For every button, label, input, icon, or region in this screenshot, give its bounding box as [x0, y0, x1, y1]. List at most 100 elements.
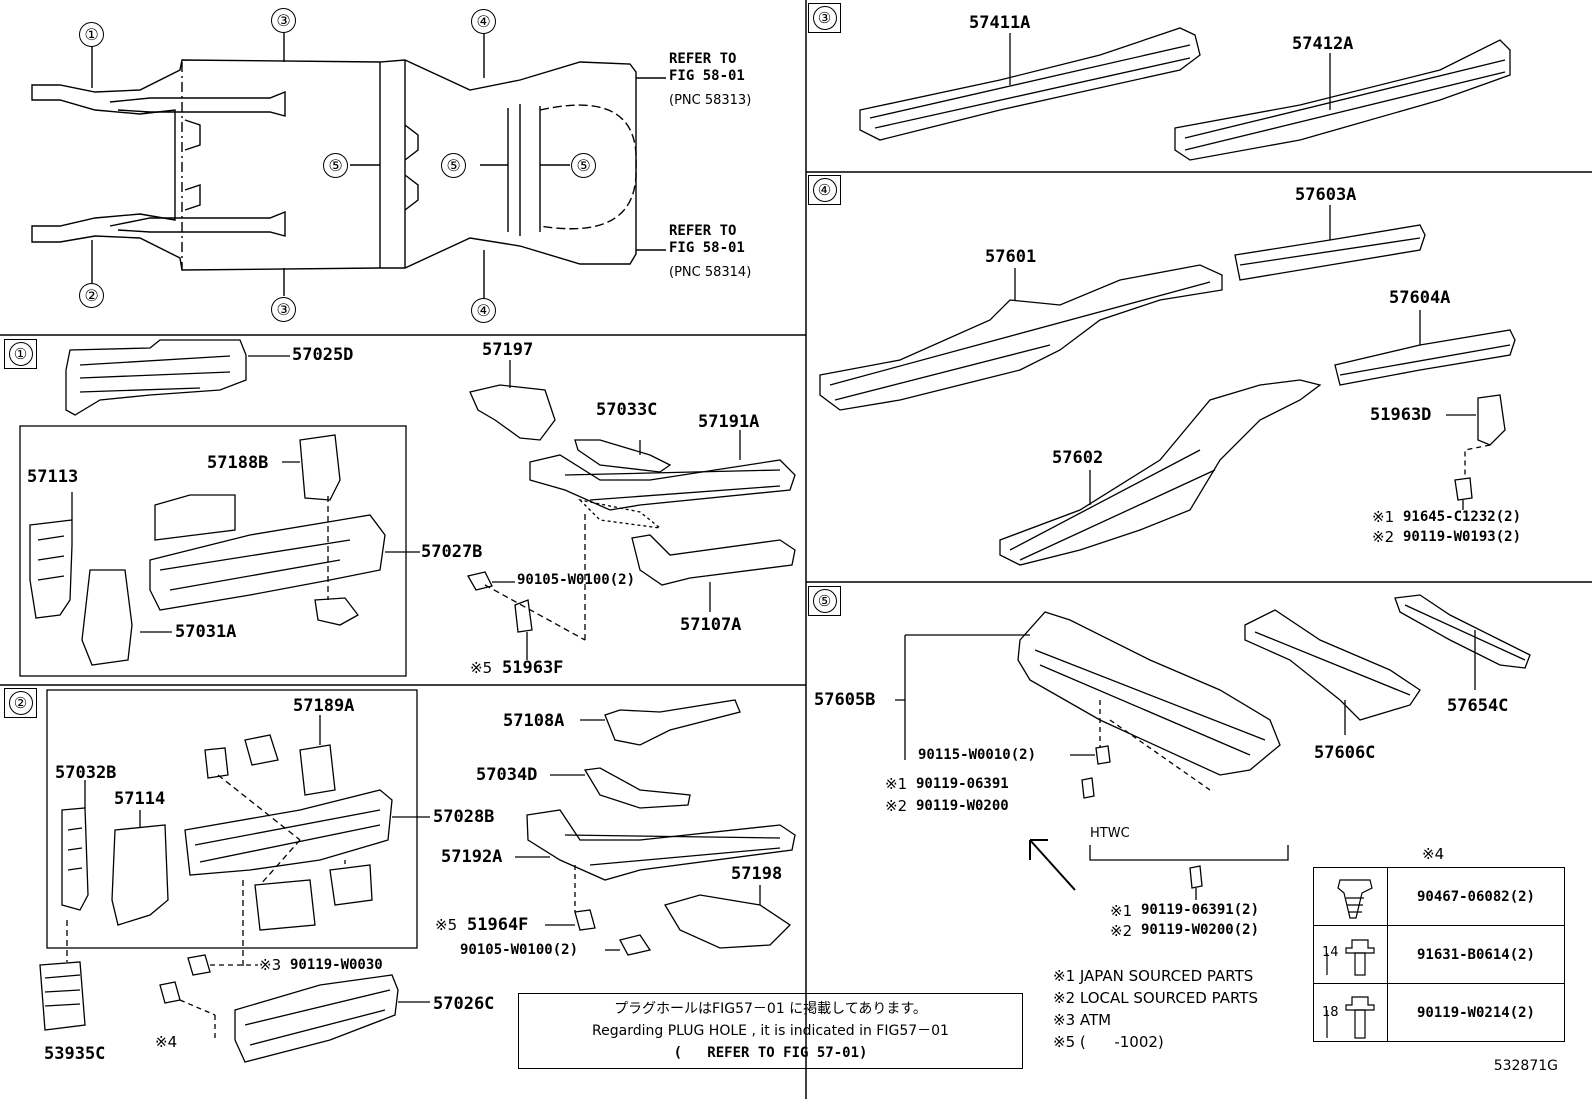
- part-57108A[interactable]: 57108A: [503, 711, 565, 731]
- callout-4-bottom[interactable]: ④: [471, 298, 496, 323]
- part-51964F[interactable]: 51964F: [467, 915, 529, 935]
- part-51963D[interactable]: 51963D: [1370, 405, 1432, 425]
- part-57654C[interactable]: 57654C: [1447, 696, 1509, 716]
- part-57031A[interactable]: 57031A: [175, 622, 237, 642]
- part-57197[interactable]: 57197: [482, 340, 534, 360]
- part-90119-W0193[interactable]: 90119-W0193(2): [1403, 529, 1522, 545]
- section3-artwork: [859, 27, 1511, 161]
- legend-note-5: ※5 ( -1002): [1053, 1033, 1164, 1051]
- section-marker-5: ⑤: [808, 586, 841, 616]
- legend-note-2: ※2 LOCAL SOURCED PARTS: [1053, 989, 1258, 1007]
- mark-2-s5: ※2: [885, 797, 908, 815]
- bolt-icon: 14: [1313, 925, 1388, 984]
- plug-note-english: Regarding PLUG HOLE , it is indicated in…: [592, 1023, 949, 1039]
- mark-1-htwc: ※1: [1110, 902, 1133, 920]
- part-57189A[interactable]: 57189A: [293, 696, 355, 716]
- part-57601[interactable]: 57601: [985, 247, 1037, 267]
- part-57026C[interactable]: 57026C: [433, 994, 495, 1014]
- table-row: 18 90119-W0214(2): [1313, 983, 1565, 1042]
- callout-5-middle[interactable]: ⑤: [441, 153, 466, 178]
- part-57032B[interactable]: 57032B: [55, 763, 117, 783]
- part-57602[interactable]: 57602: [1052, 448, 1104, 468]
- callout-3-top[interactable]: ③: [271, 8, 296, 33]
- part-57114[interactable]: 57114: [114, 789, 166, 809]
- mark-5-s2: ※5: [435, 916, 458, 934]
- part-53935C[interactable]: 53935C: [44, 1044, 106, 1064]
- part-57603A[interactable]: 57603A: [1295, 185, 1357, 205]
- section-marker-5-label: ⑤: [812, 589, 837, 613]
- mark-4: ※4: [155, 1033, 178, 1051]
- mark-2-s4: ※2: [1372, 528, 1395, 546]
- callout-3-bottom[interactable]: ③: [271, 297, 296, 322]
- part-57411A[interactable]: 57411A: [969, 13, 1031, 33]
- part-57034D[interactable]: 57034D: [476, 765, 538, 785]
- part-57412A[interactable]: 57412A: [1292, 34, 1354, 54]
- part-90115-W0010[interactable]: 90115-W0010(2): [918, 747, 1037, 763]
- part-57028B[interactable]: 57028B: [433, 807, 495, 827]
- part-57604A[interactable]: 57604A: [1389, 288, 1451, 308]
- part-57192A[interactable]: 57192A: [441, 847, 503, 867]
- part-57188B[interactable]: 57188B: [207, 453, 269, 473]
- refer-pnc-rear: (PNC 58314): [669, 265, 752, 280]
- part-57027B[interactable]: 57027B: [421, 542, 483, 562]
- fastener-part-1[interactable]: 90467-06082(2): [1387, 867, 1565, 926]
- part-90119-W0200-htwc[interactable]: 90119-W0200(2): [1141, 922, 1260, 938]
- table-row: 90467-06082(2): [1313, 867, 1565, 926]
- bolt-length-18: 18: [1322, 1005, 1339, 1020]
- clip-icon: [1313, 867, 1388, 926]
- section-marker-1-label: ①: [8, 342, 33, 366]
- fastener-part-2[interactable]: 91631-B0614(2): [1387, 925, 1565, 984]
- section2-artwork: [39, 689, 796, 1063]
- mark-5-s1: ※5: [470, 659, 493, 677]
- plug-note-refer: ( REFER TO FIG 57-01): [673, 1045, 868, 1061]
- callout-5-left[interactable]: ⑤: [323, 153, 348, 178]
- part-57033C[interactable]: 57033C: [596, 400, 658, 420]
- section-marker-2: ②: [4, 688, 37, 718]
- callout-5-right[interactable]: ⑤: [571, 153, 596, 178]
- fastener-part-3[interactable]: 90119-W0214(2): [1387, 983, 1565, 1042]
- figure-id: 532871G: [1493, 1058, 1558, 1074]
- refer-pnc-front: (PNC 58313): [669, 93, 752, 108]
- plug-note-japanese: プラグホールはFIG57－01 に掲載してあります。: [614, 1001, 927, 1017]
- callout-4-top[interactable]: ④: [471, 9, 496, 34]
- part-90105-W0100-s1[interactable]: 90105-W0100(2): [517, 572, 636, 588]
- section4-artwork: [819, 205, 1516, 566]
- section-marker-2-label: ②: [8, 691, 33, 715]
- mark-3: ※3: [259, 956, 282, 974]
- section1-artwork: [19, 339, 796, 677]
- part-90105-W0100-s2[interactable]: 90105-W0100(2): [460, 942, 579, 958]
- part-51963F[interactable]: 51963F: [502, 658, 564, 678]
- part-57191A[interactable]: 57191A: [698, 412, 760, 432]
- section-marker-3: ③: [808, 3, 841, 33]
- bolt-length-14: 14: [1322, 945, 1339, 960]
- plug-hole-note: プラグホールはFIG57－01 に掲載してあります。 Regarding PLU…: [518, 993, 1023, 1069]
- part-57605B[interactable]: 57605B: [814, 690, 876, 710]
- part-90119-06391[interactable]: 90119-06391: [916, 776, 1009, 792]
- part-57198[interactable]: 57198: [731, 864, 783, 884]
- part-57113[interactable]: 57113: [27, 467, 79, 487]
- callout-2-bottom[interactable]: ②: [79, 283, 104, 308]
- section5-artwork: [895, 594, 1531, 900]
- refer-to-front: REFER TO: [669, 51, 737, 67]
- part-57107A[interactable]: 57107A: [680, 615, 742, 635]
- legend-note-3: ※3 ATM: [1053, 1011, 1112, 1029]
- part-90119-06391-htwc[interactable]: 90119-06391(2): [1141, 902, 1260, 918]
- table-row: 14 91631-B0614(2): [1313, 925, 1565, 984]
- part-91645-C1232[interactable]: 91645-C1232(2): [1403, 509, 1522, 525]
- fastener-table: 90467-06082(2) 14 91631-B0614(2) 18 9011…: [1313, 867, 1565, 1042]
- legend-note-1: ※1 JAPAN SOURCED PARTS: [1053, 967, 1254, 985]
- fastener-table-header: ※4: [1422, 845, 1445, 863]
- part-90119-W0030[interactable]: 90119-W0030: [290, 957, 383, 973]
- bolt-icon: 18: [1313, 983, 1388, 1042]
- refer-fig-rear: FIG 58-01: [669, 240, 745, 256]
- section-marker-4-label: ④: [812, 178, 837, 202]
- part-57606C[interactable]: 57606C: [1314, 743, 1376, 763]
- mark-1-s5: ※1: [885, 775, 908, 793]
- part-57025D[interactable]: 57025D: [292, 345, 354, 365]
- mark-1-s4: ※1: [1372, 508, 1395, 526]
- part-90119-W0200[interactable]: 90119-W0200: [916, 798, 1009, 814]
- callout-1-top[interactable]: ①: [79, 22, 104, 47]
- section-marker-1: ①: [4, 339, 37, 369]
